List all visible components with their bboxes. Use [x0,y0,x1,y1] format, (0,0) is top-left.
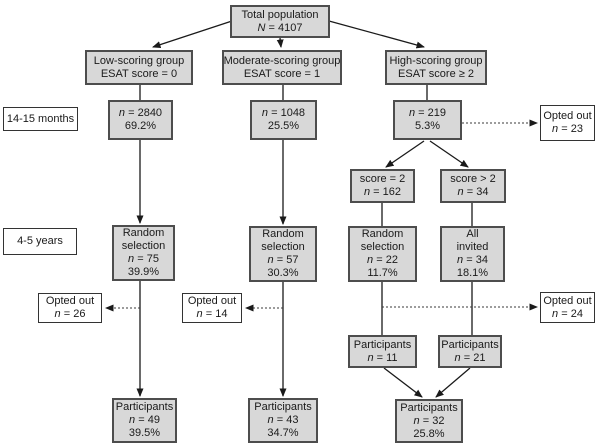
node-opted-out-14: Opted out n = 14 [182,293,242,323]
node-opted-out-23: Opted out n = 23 [540,105,595,141]
node-moderate-random-selection: Random selection n = 57 30.3% [249,226,317,282]
node-participants-43: Participants n = 43 34.7% [248,398,318,443]
arrow-highn-to-score2 [385,140,425,168]
node-score-gt-2: score > 2 n = 34 [440,169,506,203]
arrow-participants21-to-participants32 [435,367,471,398]
arrow-total-to-low [152,20,233,48]
node-participants-11: Participants n = 11 [348,335,417,368]
node-moderate-scoring-group: Moderate-scoring group ESAT score = 1 [222,50,342,85]
node-high-random-selection: Random selection n = 22 11.7% [348,226,417,282]
node-all-invited: All invited n = 34 18.1% [440,226,505,282]
node-high-scoring-group: High-scoring group ESAT score ≥ 2 [385,50,487,85]
node-participants-21: Participants n = 21 [438,335,502,368]
node-high-n: n = 219 5.3% [393,100,462,140]
stage-label-4-5-years: 4-5 years [3,228,77,255]
arrow-highn-to-scoregt2 [429,140,469,168]
node-participants-32: Participants n = 32 25.8% [395,399,463,443]
node-low-random-selection: Random selection n = 75 39.9% [112,225,175,281]
node-low-scoring-group: Low-scoring group ESAT score = 0 [85,50,193,85]
node-opted-out-24: Opted out n = 24 [540,292,595,323]
node-moderate-n: n = 1048 25.5% [250,100,317,140]
node-total-population: Total population N = 4107 [230,5,330,38]
stage-label-14-15-months: 14-15 months [3,107,78,131]
arrow-total-to-high [328,20,425,49]
arrow-participants11-to-participants32 [383,367,423,398]
node-low-n: n = 2840 69.2% [108,100,173,140]
node-score-eq-2: score = 2 n = 162 [350,169,415,203]
node-participants-49: Participants n = 49 39.5% [112,398,177,443]
node-opted-out-26: Opted out n = 26 [38,293,102,323]
arrow-total-to-moderate [276,37,284,48]
